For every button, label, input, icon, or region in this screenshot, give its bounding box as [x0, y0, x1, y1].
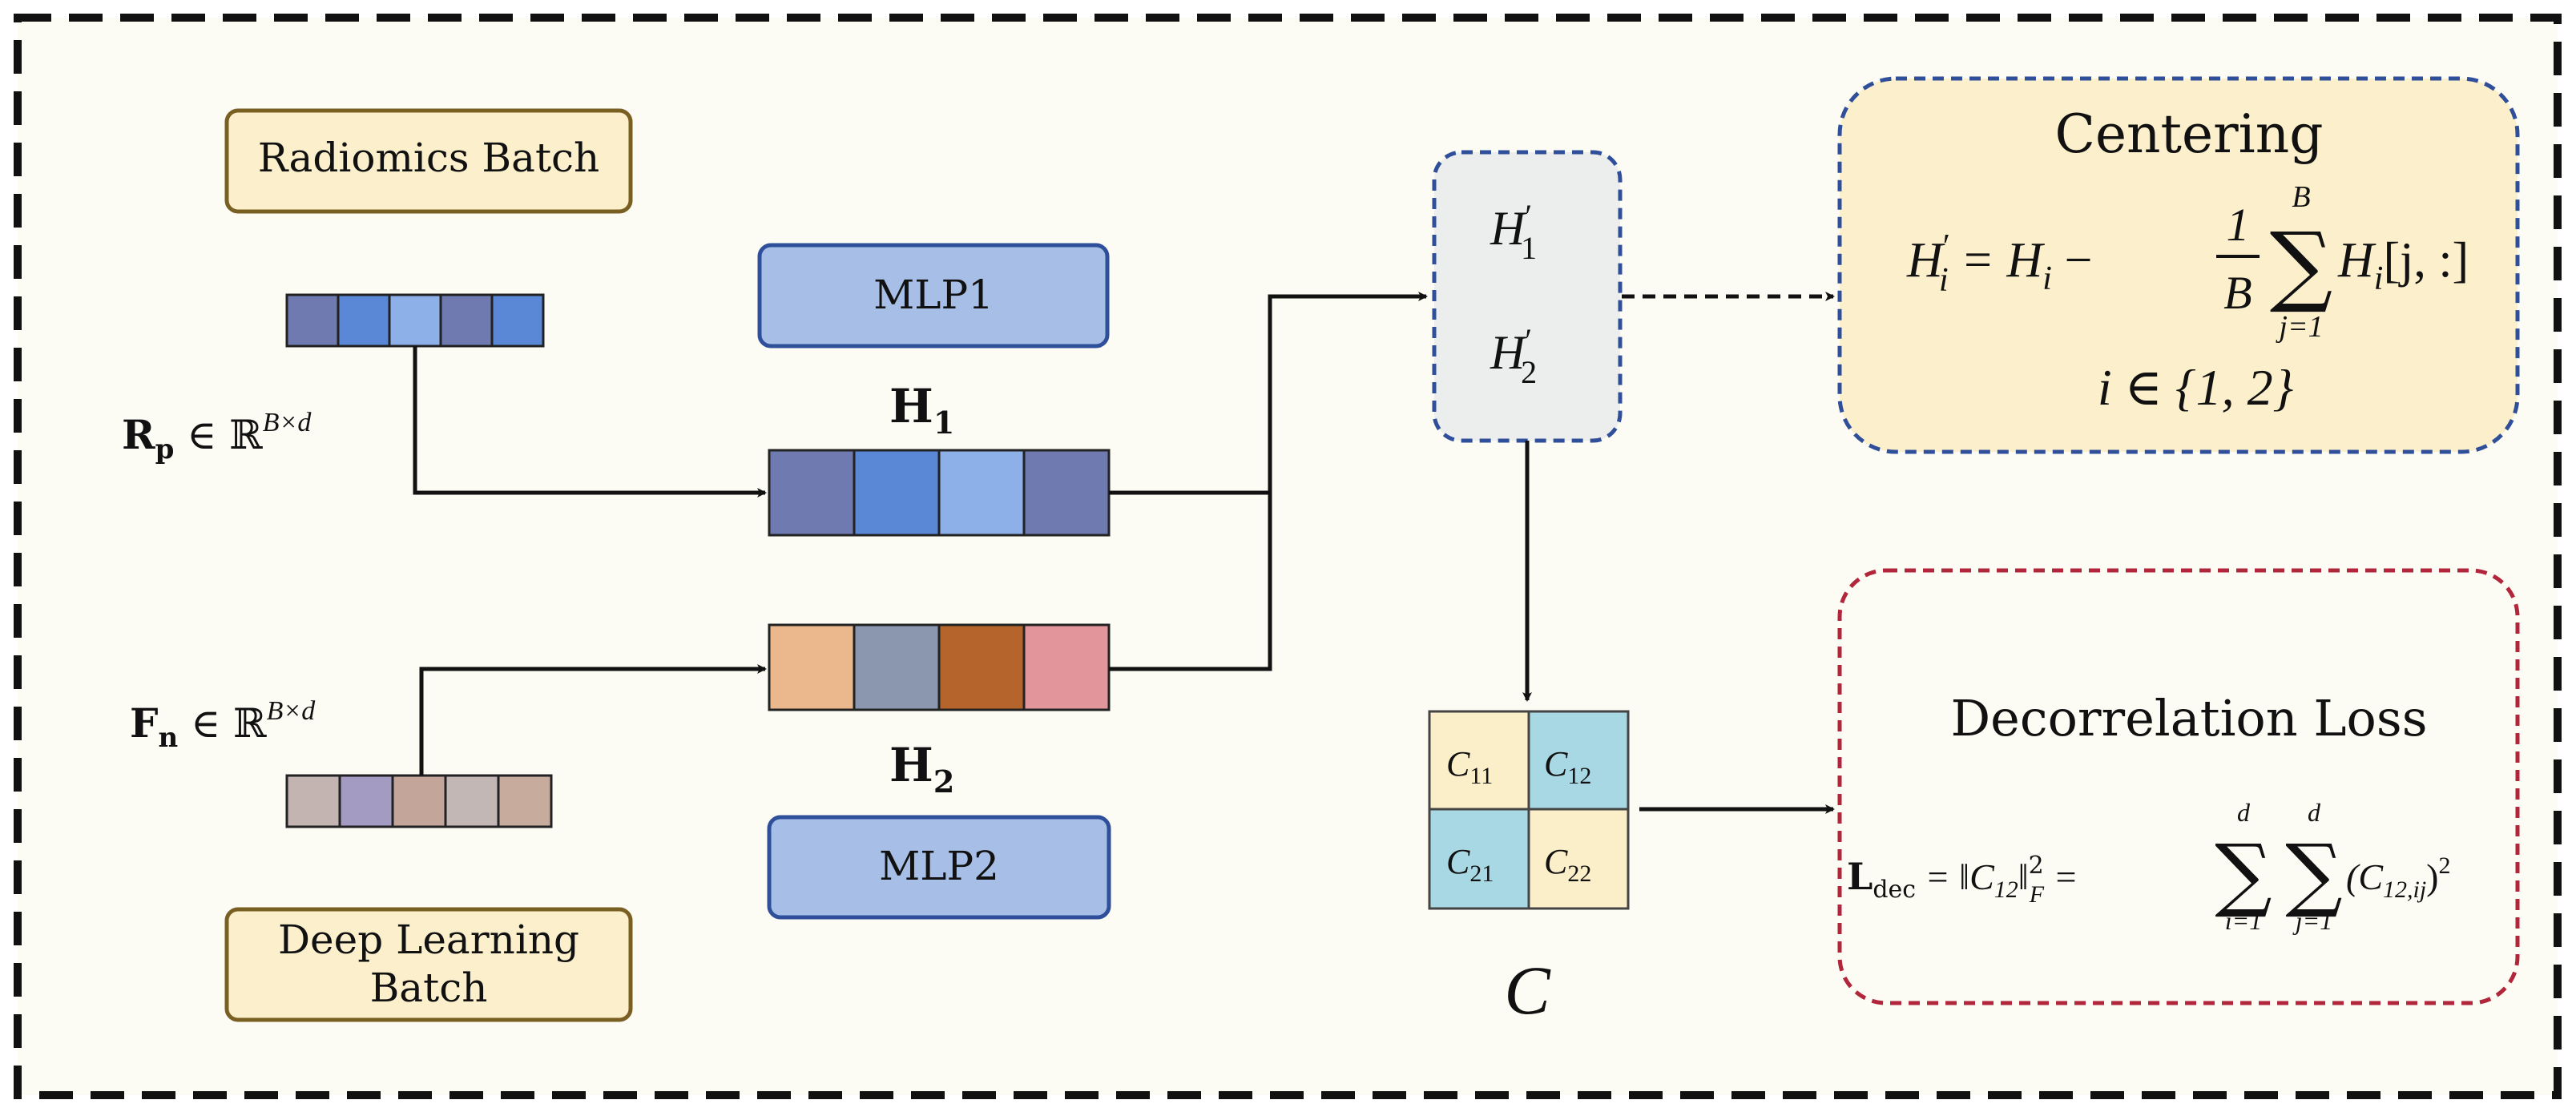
- loss-sum2-top: d: [2308, 798, 2321, 827]
- radiomics-batch-box: Radiomics Batch: [224, 108, 633, 214]
- h1-label: H1: [889, 379, 954, 441]
- h2-vector: [768, 623, 1111, 711]
- centering-condition: i ∈ {1, 2}: [2098, 359, 2294, 416]
- centering-formula-lhs: H′i = Hi −: [1906, 228, 2092, 299]
- centering-fraction-denominator: B: [2223, 267, 2251, 319]
- deep-learning-batch-label-line1: Deep Learning: [278, 917, 579, 963]
- centering-sum-icon: ∑: [2270, 213, 2333, 316]
- fn-vector: [285, 774, 553, 828]
- h1-prime-label: H′1: [1490, 198, 1537, 266]
- h-prime-box: H′1 H′2: [1432, 150, 1623, 443]
- h2-vector-cell: [1022, 623, 1111, 711]
- rp-vector-cell: [490, 293, 545, 348]
- c-matrix: C11 C12 C21 C22: [1428, 710, 1630, 910]
- rp-vector-cell: [285, 293, 340, 348]
- centering-fraction-numerator: 1: [2227, 199, 2250, 251]
- mlp1-label: MLP1: [873, 272, 994, 318]
- c11-label: C11: [1446, 744, 1493, 789]
- c21-label: C21: [1446, 842, 1494, 887]
- outer-dashed-frame: [14, 14, 2562, 1099]
- mlp2-box: MLP2: [767, 815, 1111, 920]
- c-matrix-label: C: [1504, 952, 1551, 1029]
- loss-title: Decorrelation Loss: [1950, 689, 2427, 747]
- fn-vector-cell: [285, 774, 341, 828]
- fn-vector-cell: [338, 774, 394, 828]
- h1-vector: [768, 449, 1111, 537]
- loss-sum-term: (C12,ij)2: [2346, 852, 2451, 903]
- loss-sum2-icon: ∑: [2285, 827, 2342, 921]
- c11-cell: [1428, 710, 1530, 811]
- fn-to-h2-arrow: [419, 664, 767, 776]
- c12-cell: [1527, 710, 1630, 811]
- mlp2-label: MLP2: [879, 843, 999, 889]
- centering-sum-bottom: j=1: [2275, 310, 2323, 344]
- rp-vector: [285, 293, 545, 348]
- c21-cell: [1428, 808, 1530, 910]
- h2-vector-cell: [768, 623, 856, 711]
- centering-title: Centering: [2054, 103, 2323, 165]
- fn-vector-cell: [497, 774, 553, 828]
- h2-vector-cell: [937, 623, 1026, 711]
- h2-vector-cell: [853, 623, 941, 711]
- fn-vector-cell: [391, 774, 447, 828]
- h2-label: H2: [889, 738, 954, 800]
- rp-vector-cell: [439, 293, 494, 348]
- deep-learning-batch-label-line2: Batch: [370, 965, 488, 1011]
- centering-sum-term: Hi[j, :]: [2337, 233, 2469, 297]
- mlp1-box: MLP1: [757, 243, 1110, 348]
- h1-vector-cell: [1022, 449, 1111, 537]
- radiomics-batch-label: Radiomics Batch: [258, 135, 600, 181]
- rp-vector-cell: [337, 293, 391, 348]
- centering-sum-top: B: [2292, 180, 2310, 214]
- c12-label: C12: [1544, 744, 1591, 789]
- loss-sum1-bottom: i=1: [2225, 906, 2262, 935]
- c22-label: C22: [1544, 842, 1591, 887]
- fn-vector-cell: [444, 774, 500, 828]
- rp-to-h1-arrow: [413, 346, 767, 498]
- loss-sum1-icon: ∑: [2215, 827, 2272, 921]
- h1-vector-cell: [853, 449, 941, 537]
- h1-vector-cell: [768, 449, 856, 537]
- rp-vector-cell: [388, 293, 442, 348]
- h1-vector-cell: [937, 449, 1026, 537]
- fn-label: Fn ∈ ℝB×d: [130, 696, 316, 754]
- loss-sum1-top: d: [2237, 798, 2251, 827]
- h2-to-merge-line: [1109, 292, 1428, 671]
- c22-cell: [1527, 808, 1630, 910]
- rp-label: Rp ∈ ℝB×d: [122, 408, 312, 465]
- h2-prime-label: H′2: [1490, 322, 1537, 390]
- centering-box: Centering H′i = Hi − 1 B B ∑ j=1 Hi[j, :…: [1837, 76, 2520, 454]
- loss-sum2-bottom: j=1: [2292, 906, 2332, 935]
- deep-learning-batch-box: Deep Learning Batch: [224, 907, 633, 1022]
